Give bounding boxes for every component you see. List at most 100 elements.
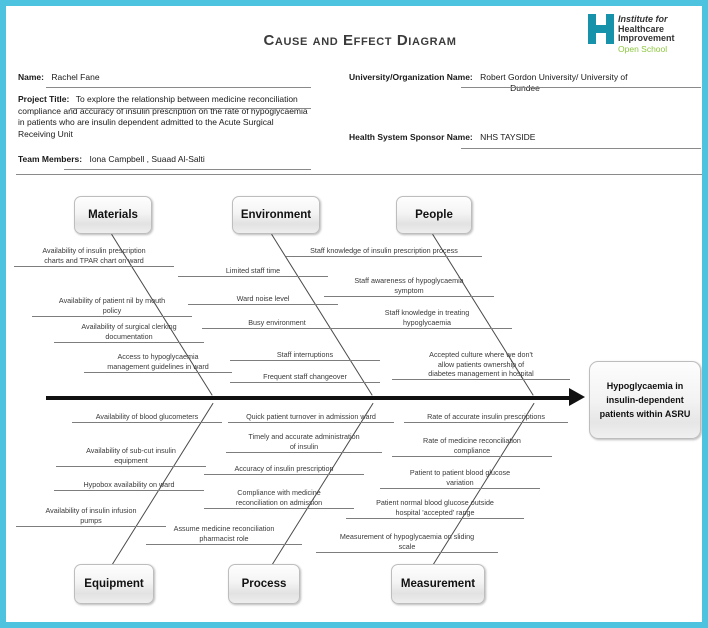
cause-text-line: documentation xyxy=(105,331,153,341)
cause-text-line: Measurement of hypoglycaemia on sliding xyxy=(339,532,475,541)
cause-text-line: Availability of surgical clerking xyxy=(81,322,177,331)
team-members-rule xyxy=(64,169,311,170)
cause-text-line: Availability of blood glucometers xyxy=(95,412,199,421)
cause-environment-2: Busy environment xyxy=(202,318,352,329)
cause-text-line: diabetes management in hospital xyxy=(428,369,534,378)
cause-underline xyxy=(188,304,338,305)
cause-text-line: of insulin xyxy=(289,441,319,451)
cause-text-line: Frequent staff changeover xyxy=(263,372,347,381)
logo-line-3: Improvement xyxy=(618,33,675,43)
cause-underline xyxy=(56,465,206,467)
cause-text-line: compliance xyxy=(453,445,491,455)
team-members-value[interactable]: Iona Campbell , Suaad Al-Salti xyxy=(89,154,205,164)
header-divider xyxy=(16,174,702,175)
category-box-measurement[interactable]: Measurement xyxy=(391,564,485,604)
cause-underline xyxy=(230,382,380,383)
cause-text-line: Busy environment xyxy=(248,318,306,327)
cause-text-line: Compliance with medicine xyxy=(237,488,321,497)
cause-underline xyxy=(404,422,568,423)
cause-underline xyxy=(178,276,328,277)
cause-people-0: Staff knowledge of insulin prescription … xyxy=(286,246,482,257)
fishbone-spine-arrow-icon xyxy=(569,388,585,406)
category-box-materials[interactable]: Materials xyxy=(74,196,152,234)
cause-underline xyxy=(16,525,166,527)
cause-text-line: management guidelines in ward xyxy=(107,361,209,371)
cause-text-line: Access to hypoglycaemia xyxy=(117,352,199,361)
logo-line-2: Healthcare xyxy=(618,23,665,34)
cause-text-line: symptom xyxy=(394,285,424,295)
cause-text-line: reconciliation on admission xyxy=(235,497,323,507)
cause-environment-1: Ward noise level xyxy=(188,294,338,305)
sponsor-label: Health System Sponsor Name: xyxy=(349,132,473,142)
cause-underline xyxy=(392,379,570,380)
cause-text-line: Availability of patient nil by mouth xyxy=(58,296,166,305)
cause-environment-0: Limited staff time xyxy=(178,266,328,277)
project-title-rule xyxy=(70,108,311,109)
cause-text-line: pharmacist role xyxy=(199,533,249,543)
cause-text-line: charts and TPAR chart on ward xyxy=(44,255,144,265)
university-rule xyxy=(461,87,701,88)
effect-box[interactable]: Hypoglycaemia in insulin-dependent patie… xyxy=(589,361,701,439)
cause-underline xyxy=(286,256,482,257)
cause-text-line: allow patients ownership of xyxy=(437,359,525,369)
university-value-line2[interactable]: Dundee xyxy=(510,83,540,93)
cause-underline xyxy=(342,327,512,329)
name-label: Name: xyxy=(18,72,44,82)
category-label-materials: Materials xyxy=(88,209,138,221)
cause-environment-3: Staff interruptions xyxy=(230,350,380,361)
name-value[interactable]: Rachel Fane xyxy=(51,72,100,82)
cause-text-line: Patient to patient blood glucose xyxy=(409,468,511,477)
cause-text-line: Assume medicine reconciliation xyxy=(173,524,275,533)
cause-text-line: Availability of sub-cut insulin xyxy=(86,446,176,455)
cause-equipment-2: Hypobox availability on ward xyxy=(54,480,204,491)
cause-text-line: Availability of insulin prescription xyxy=(42,246,146,255)
university-label: University/Organization Name: xyxy=(349,72,473,82)
cause-text-line: equipment xyxy=(114,455,148,465)
cause-text-line: hospital 'accepted' range xyxy=(395,507,475,517)
project-title-value[interactable]: To explore the relationship between medi… xyxy=(18,94,308,139)
category-label-measurement: Measurement xyxy=(400,578,476,590)
cause-underline xyxy=(32,315,192,317)
cause-text-line: Rate of medicine reconciliation xyxy=(423,436,521,445)
project-title-label: Project Title: xyxy=(18,94,70,104)
logo-line-4: Open School xyxy=(618,43,668,54)
cause-underline xyxy=(228,422,394,423)
cause-text-line: Staff knowledge of insulin prescription … xyxy=(310,246,458,255)
cause-text-line: Accepted culture where we don't xyxy=(429,350,533,359)
cause-underline xyxy=(346,517,524,519)
effect-label: Hypoglycaemia in insulin-dependent patie… xyxy=(599,381,691,419)
cause-text-line: Ward noise level xyxy=(236,294,290,303)
cause-text-line: Accuracy of insulin prescription xyxy=(234,464,334,473)
cause-text-line: Limited staff time xyxy=(225,266,281,275)
cause-underline xyxy=(204,507,354,509)
cause-underline xyxy=(316,551,498,553)
category-label-people: People xyxy=(415,209,453,221)
cause-underline xyxy=(72,422,222,423)
page-title: Cause and Effect Diagram xyxy=(263,32,457,49)
cause-measurement-0: Rate of accurate insulin prescriptions xyxy=(404,412,568,423)
logo-line-1: Institute for xyxy=(618,14,668,24)
cause-text-line: hypoglycaemia xyxy=(403,317,451,327)
cause-underline xyxy=(54,490,204,491)
category-box-environment[interactable]: Environment xyxy=(232,196,320,234)
category-box-equipment[interactable]: Equipment xyxy=(74,564,154,604)
category-box-people[interactable]: People xyxy=(396,196,472,234)
cause-text-line: pumps xyxy=(80,515,102,525)
cause-underline xyxy=(14,265,174,267)
cause-underline xyxy=(392,455,552,457)
category-label-process: Process xyxy=(241,578,287,590)
university-value-line1[interactable]: Robert Gordon University/ University of xyxy=(480,72,628,82)
cause-underline xyxy=(324,295,494,297)
cause-process-0: Quick patient turnover in admission ward xyxy=(228,412,394,423)
category-box-process[interactable]: Process xyxy=(228,564,300,604)
sponsor-value[interactable]: NHS TAYSIDE xyxy=(480,132,536,142)
